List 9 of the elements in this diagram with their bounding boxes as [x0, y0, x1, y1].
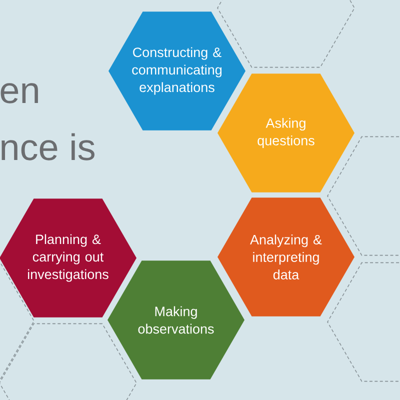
dashed-hexagon — [327, 136, 400, 256]
heading-text: nce is — [2, 133, 94, 160]
hexagon: Analyzing & interpreting data — [218, 198, 354, 316]
dashed-hexagon — [0, 323, 137, 400]
hexagon: Planning & carrying out investigations — [0, 198, 136, 318]
heading-text: en — [0, 83, 38, 104]
dashed-hexagon — [327, 262, 400, 382]
hexagon: Making observations — [108, 260, 244, 380]
hexagon: Constructing & communicating explanations — [108, 12, 246, 130]
